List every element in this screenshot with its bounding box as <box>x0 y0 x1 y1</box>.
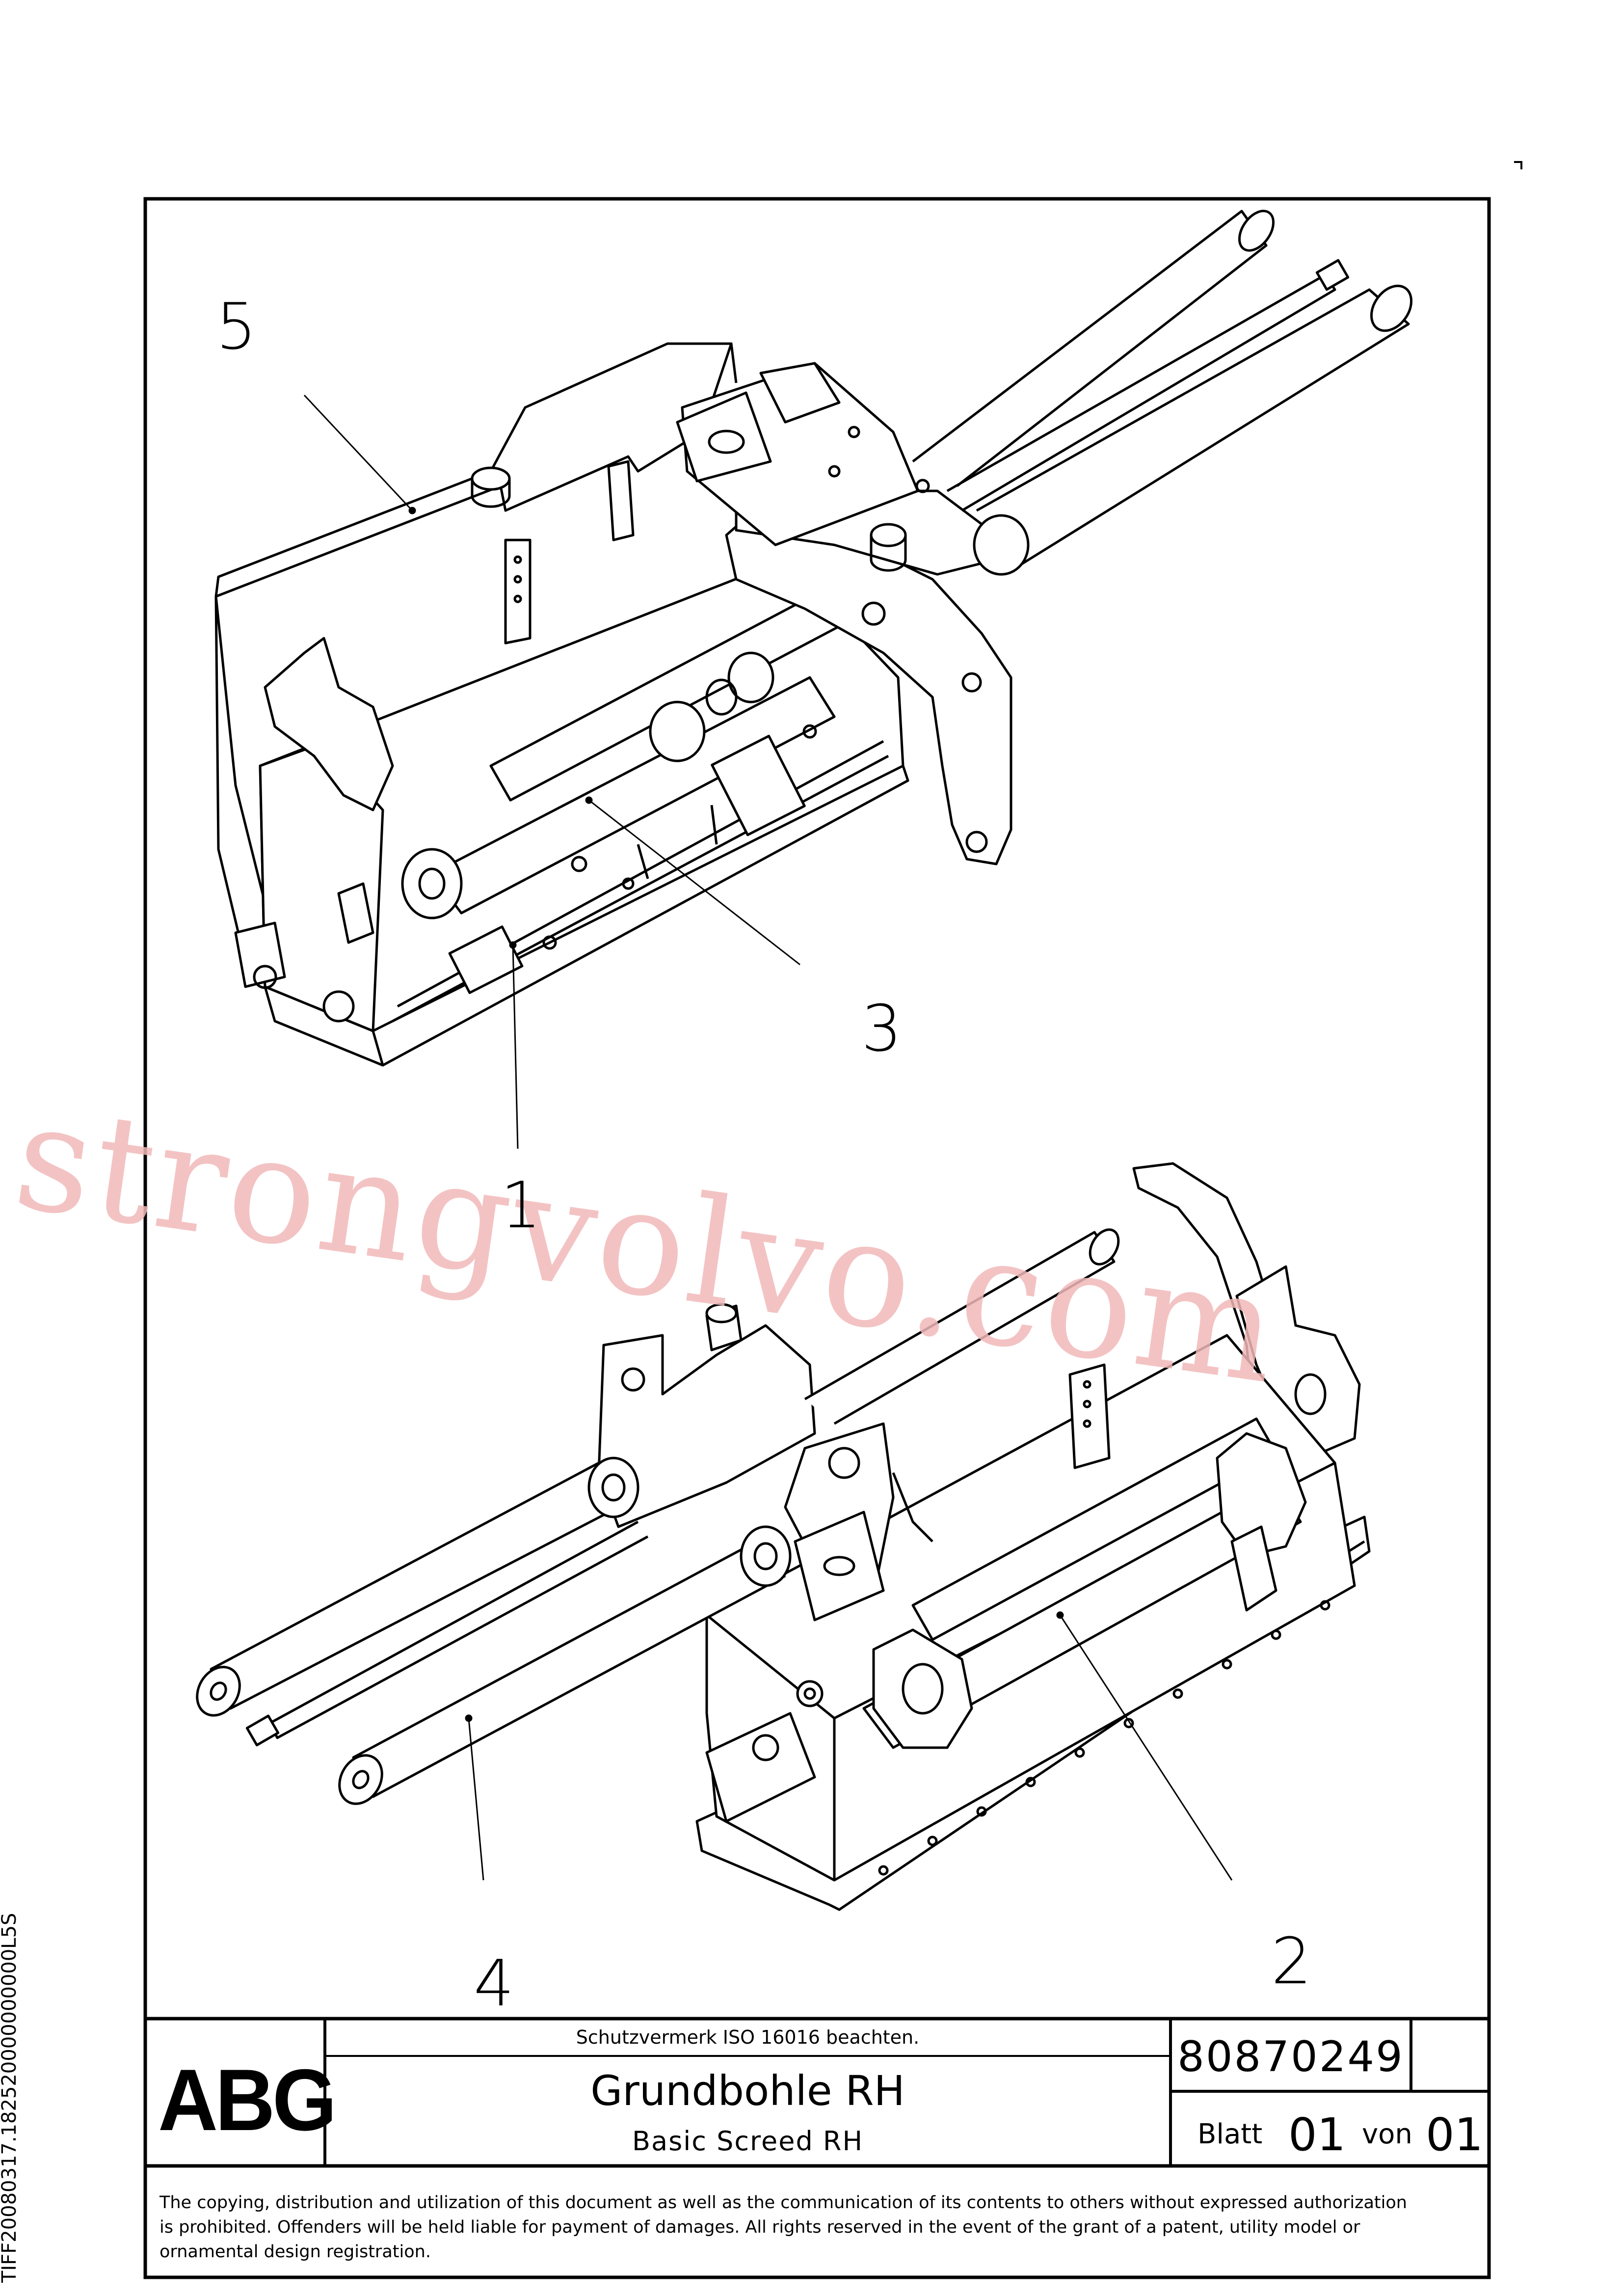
leader-lines <box>303 394 1233 1881</box>
sheet-number: 01 <box>1288 2108 1346 2161</box>
copyright-line-3: ornamental design registration. <box>160 2242 431 2262</box>
callout-4: 4 <box>474 1946 514 2021</box>
sheet-label: Blatt <box>1197 2118 1263 2150</box>
title-block-lines <box>145 2017 1489 2168</box>
callout-3: 3 <box>861 991 902 1066</box>
sheet-total: 01 <box>1426 2108 1484 2161</box>
callout-2: 2 <box>1271 1924 1312 1999</box>
drawing-number: 80870249 <box>1177 2032 1404 2081</box>
title-english: Basic Screed RH <box>632 2126 864 2157</box>
lower-screed-assembly <box>196 1162 1371 1911</box>
side-code: TIFF20080317.182520000000000L5S <box>0 1913 21 2283</box>
copyright-line-2: is prohibited. Offenders will be held li… <box>160 2217 1360 2237</box>
protection-note: Schutzvermerk ISO 16016 beachten. <box>576 2026 920 2048</box>
drawing-frame <box>143 197 1491 2279</box>
abg-logo: ABG <box>158 2051 337 2149</box>
callout-5: 5 <box>216 289 257 364</box>
copyright-notice: The copying, distribution and utilizatio… <box>160 2190 1407 2264</box>
copyright-line-1: The copying, distribution and utilizatio… <box>160 2193 1407 2213</box>
upper-screed-assembly <box>214 210 1413 1067</box>
title-german: Grundbohle RH <box>590 2067 905 2115</box>
of-label: von <box>1362 2118 1412 2150</box>
callout-1: 1 <box>501 1168 541 1243</box>
